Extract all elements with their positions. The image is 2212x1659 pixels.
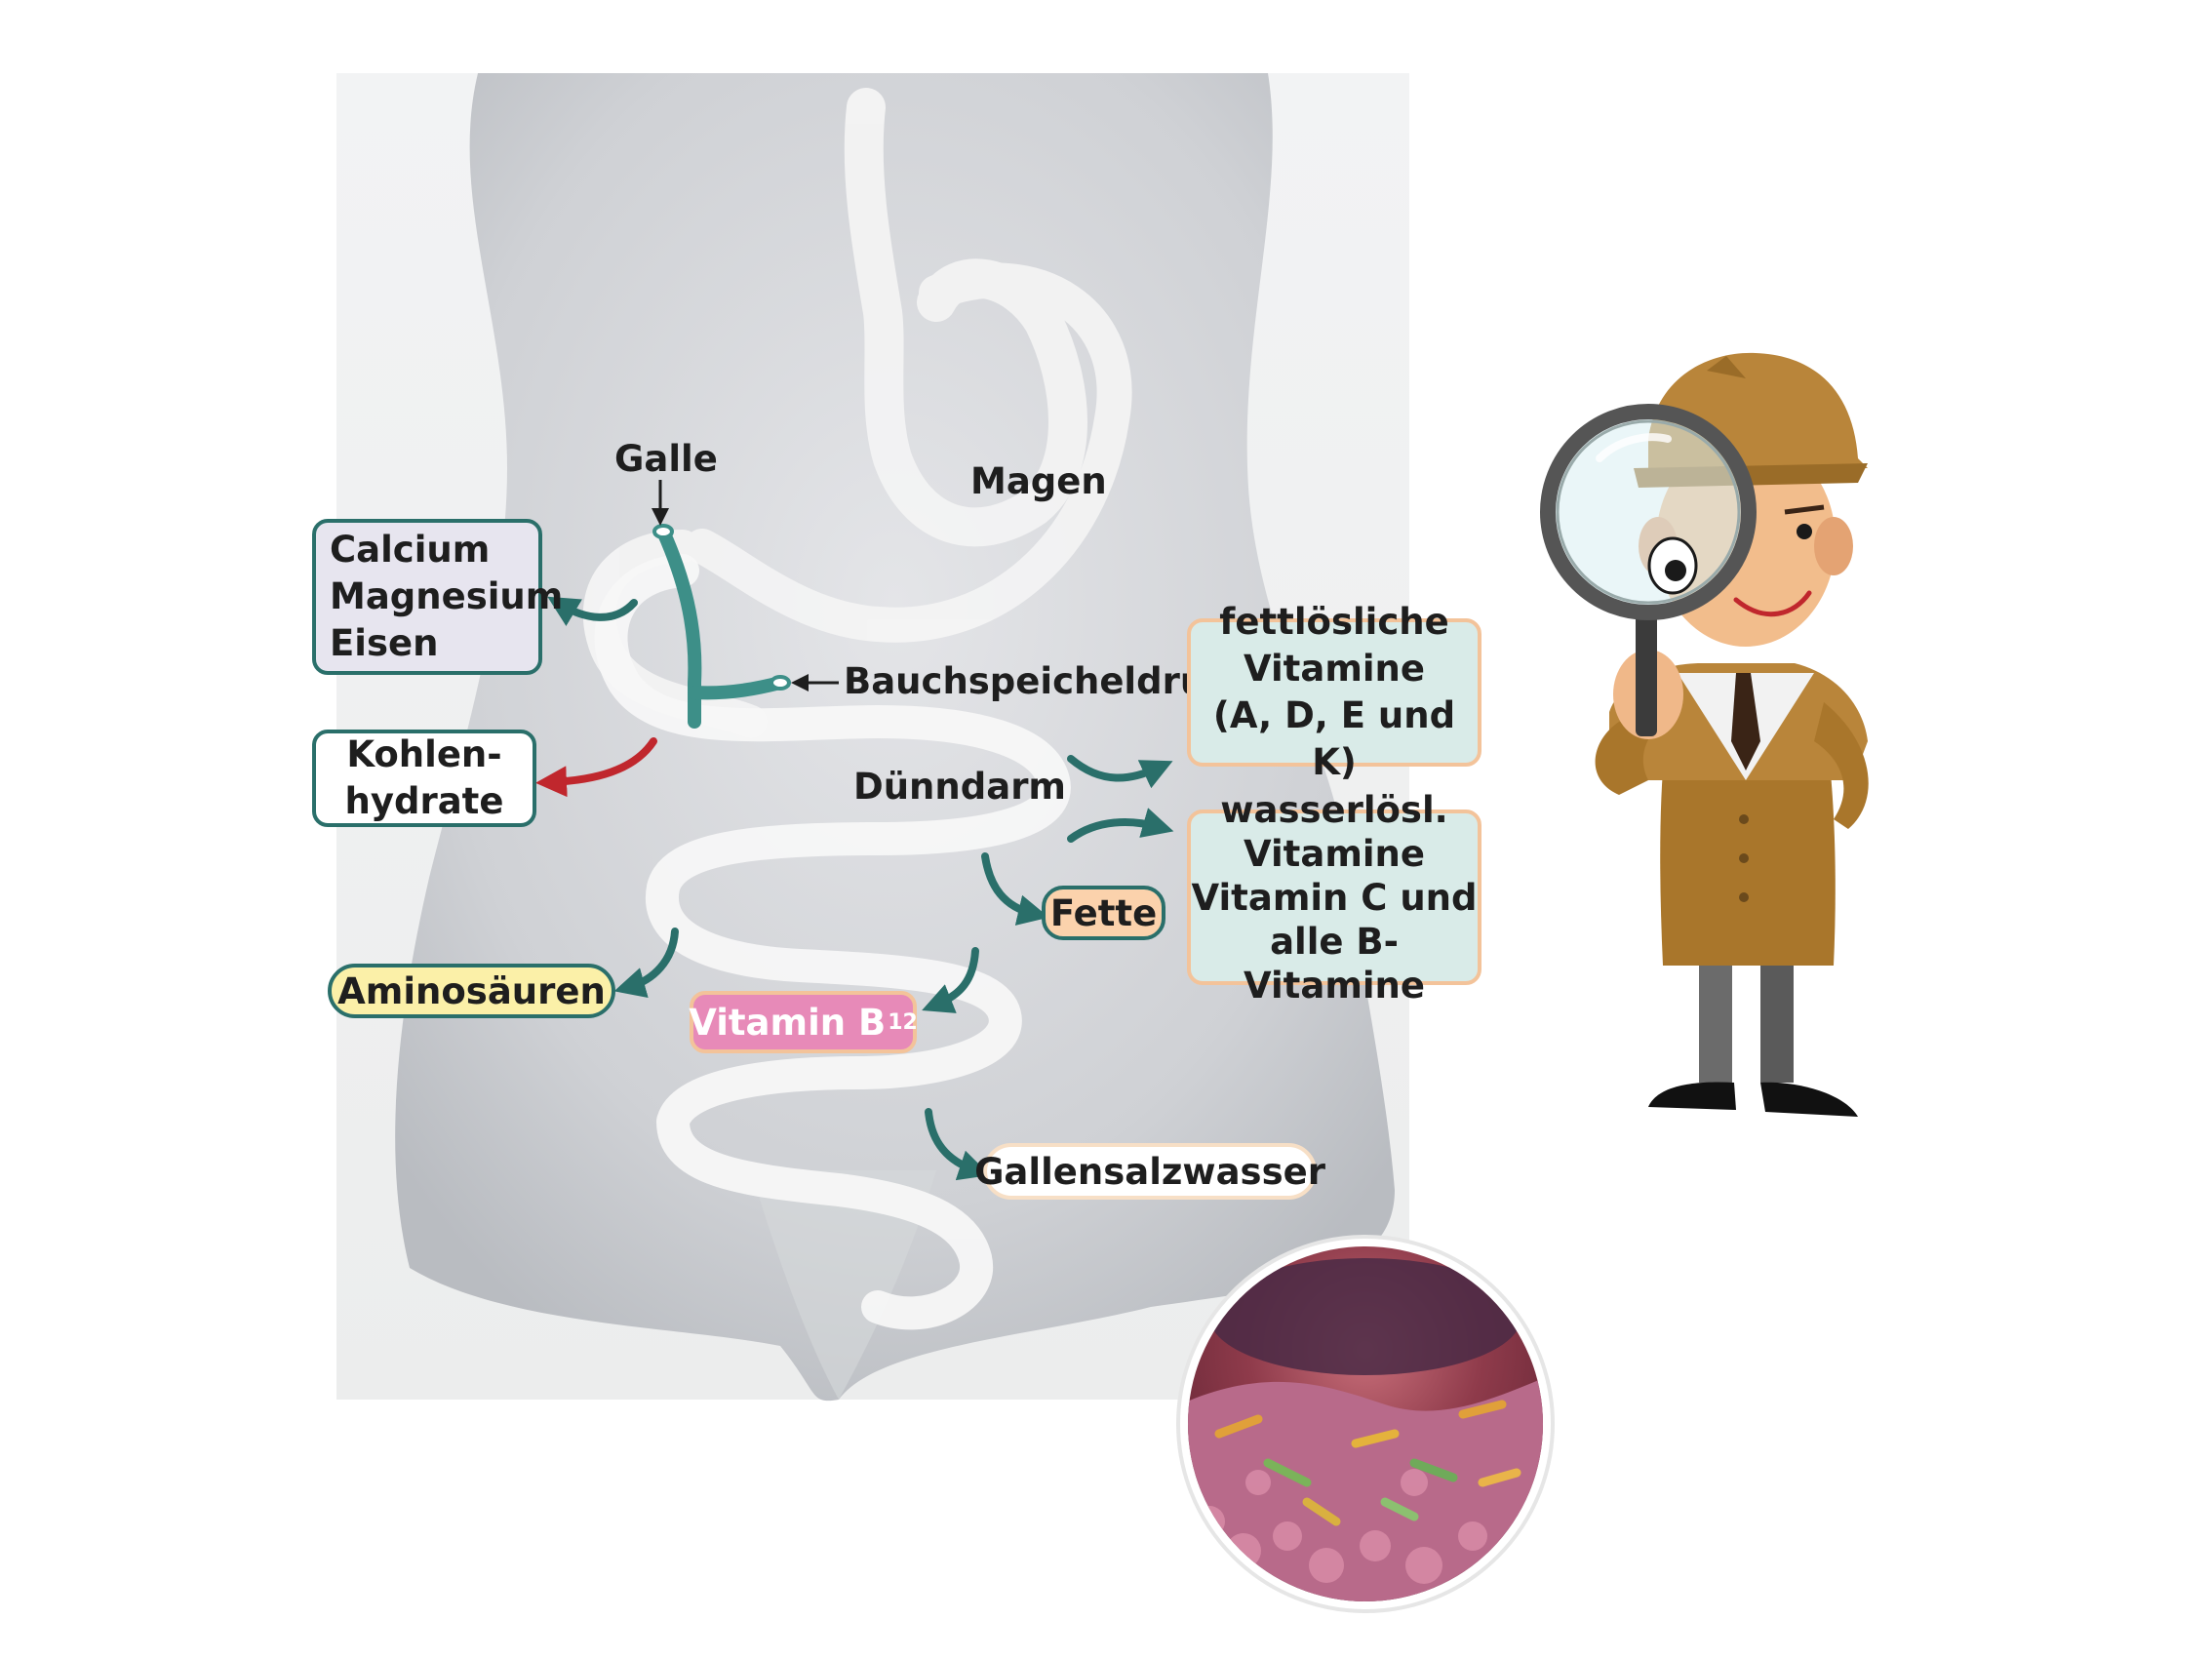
- arrow-to-kohlenhydrate: [535, 737, 657, 798]
- arrow-to-gallensalzwasser: [925, 1108, 991, 1181]
- fat-soluble-line-3: (A, D, E und K): [1212, 694, 1456, 783]
- arrow-to-aminosaeuren: [613, 928, 679, 999]
- minerals-line-2: Magnesium: [330, 575, 564, 617]
- pill-fette: Fette: [1042, 886, 1165, 940]
- pill-aminosaeuren: Aminosäuren: [328, 964, 615, 1018]
- kohlenhydrate-line-2: hydrate: [344, 780, 504, 822]
- fat-soluble-line-2: Vitamine: [1244, 648, 1425, 690]
- arrow-to-fette: [981, 852, 1049, 926]
- detective-with-magnifier-icon: [1540, 352, 1869, 1117]
- vitamin-b-subscript: 12: [888, 1009, 918, 1035]
- minerals-line-3: Eisen: [330, 622, 439, 664]
- arrow-to-water-soluble-vitamins: [1067, 808, 1174, 843]
- water-soluble-line-2: Vitamine: [1244, 832, 1425, 875]
- box-fat-soluble-vitamins: fettlösliche Vitamine (A, D, E und K): [1187, 601, 1481, 783]
- water-soluble-line-3: Vitamin C und: [1191, 876, 1478, 919]
- arrow-to-fat-soluble-vitamins: [1067, 755, 1173, 789]
- box-water-soluble-vitamins: wasserlösl. Vitamine Vitamin C und alle …: [1187, 789, 1481, 1007]
- label-bauchspeicheldruese: Bauchspeicheldrüse: [844, 660, 1252, 702]
- box-kohlenhydrate: Kohlen- hydrate: [312, 730, 536, 827]
- label-duenndarm: Dünndarm: [853, 766, 1066, 808]
- arrow-to-minerals: [547, 596, 638, 626]
- water-soluble-line-1: wasserlösl.: [1220, 788, 1448, 831]
- pill-gallensalzwasser: Gallensalzwasser: [974, 1143, 1325, 1200]
- minerals-line-1: Calcium: [330, 529, 491, 571]
- box-minerals: Calcium Magnesium Eisen: [312, 519, 563, 675]
- label-galle: Galle: [614, 438, 718, 480]
- intestinal-villi-bacteria-icon: [1176, 1235, 1555, 1613]
- arrow-to-vitamin-b12: [922, 947, 979, 1013]
- fat-soluble-line-1: fettlösliche: [1219, 601, 1449, 643]
- kohlenhydrate-line-1: Kohlen-: [346, 733, 502, 775]
- vitamin-b-text: Vitamin B: [689, 1001, 887, 1044]
- bile-duct-illustration: [652, 524, 791, 729]
- water-soluble-line-4: alle B-Vitamine: [1244, 920, 1425, 1007]
- label-magen: Magen: [970, 460, 1107, 502]
